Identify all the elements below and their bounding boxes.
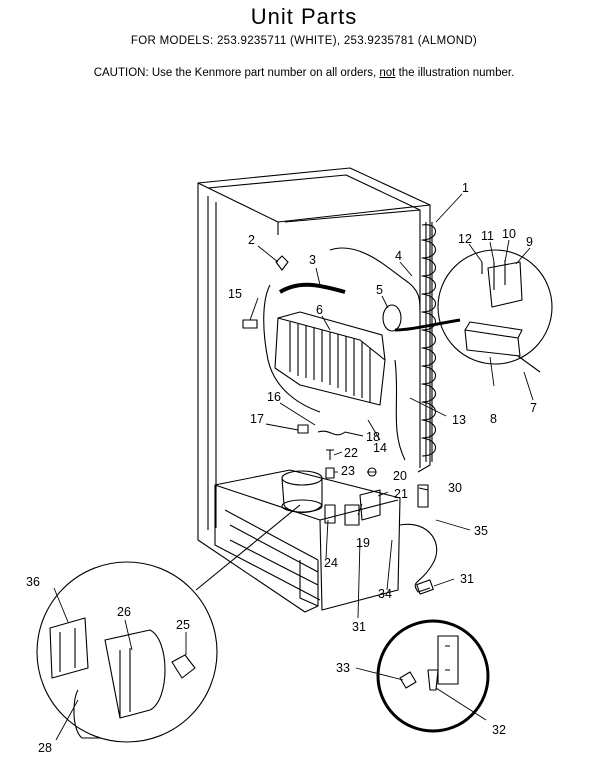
wire-14 [394, 359, 406, 461]
cord-clip-30 [417, 484, 429, 508]
callout-14: 14 [373, 441, 387, 455]
caution-emphasis: not [379, 67, 396, 79]
callout-31-cord: 31 [460, 572, 474, 586]
caution-suffix: the illustration number. [395, 67, 515, 79]
callout-24: 24 [324, 556, 338, 570]
compressor [281, 470, 336, 524]
callout-6: 6 [316, 303, 323, 317]
callout-26: 26 [117, 605, 131, 619]
page-title: Unit Parts [250, 4, 358, 29]
callout-34: 34 [378, 587, 392, 601]
callout-1: 1 [462, 181, 469, 195]
clamp-5 [382, 304, 402, 332]
detail-outlet-circle [376, 619, 490, 733]
callout-31-lower: 31 [352, 620, 366, 634]
wire-harness-left [263, 284, 321, 413]
callout-15: 15 [228, 287, 242, 301]
detail-leader [195, 504, 301, 591]
callout-21: 21 [394, 487, 408, 501]
callout-labels: 1 2 3 4 5 6 7 8 9 10 11 12 13 14 15 16 1… [26, 181, 537, 755]
part-18 [317, 430, 346, 436]
callout-23: 23 [341, 464, 355, 478]
callout-35: 35 [474, 524, 488, 538]
part-17 [297, 424, 309, 434]
plug [416, 579, 434, 595]
callout-12: 12 [458, 232, 472, 246]
cabinet-drawing [197, 167, 431, 613]
callout-10: 10 [502, 227, 516, 241]
callout-22: 22 [344, 446, 358, 460]
power-cord [399, 523, 438, 593]
detail-compressor-circle [36, 561, 218, 743]
capillary-tube [278, 282, 346, 294]
screw-2 [275, 255, 289, 271]
callout-3: 3 [309, 253, 316, 267]
caution-note: CAUTION: Use the Kenmore part number on … [0, 67, 608, 79]
callout-16: 16 [267, 390, 281, 404]
callout-19: 19 [356, 536, 370, 550]
callout-8: 8 [490, 412, 497, 426]
callout-7: 7 [530, 401, 537, 415]
models-subtitle: FOR MODELS: 253.9235711 (WHITE), 253.923… [130, 35, 478, 47]
callout-30: 30 [448, 481, 462, 495]
callout-18: 18 [366, 430, 380, 444]
callout-11: 11 [481, 229, 494, 243]
callout-2: 2 [248, 233, 255, 247]
callout-4: 4 [395, 249, 402, 263]
callout-5: 5 [376, 283, 383, 297]
part-23 [325, 467, 335, 479]
leader-lines [53, 193, 534, 741]
harness-right [394, 318, 461, 332]
clip-15 [242, 319, 258, 329]
screw-22 [326, 449, 334, 460]
callout-9: 9 [526, 235, 533, 249]
callout-20: 20 [393, 469, 407, 483]
relay-19 [344, 504, 360, 526]
caution-prefix: CAUTION: Use the Kenmore part number on … [93, 67, 380, 79]
evaporator [274, 311, 386, 406]
callout-28: 28 [38, 741, 52, 755]
callout-33: 33 [336, 661, 350, 675]
bracket-21 [359, 489, 381, 521]
condenser-coil [421, 222, 437, 462]
callout-32: 32 [492, 723, 506, 737]
detail-bracket-circle [437, 249, 553, 373]
callout-17: 17 [250, 412, 264, 426]
callout-36: 36 [26, 575, 40, 589]
callout-13: 13 [452, 413, 466, 427]
tube-4 [329, 247, 421, 311]
callout-25: 25 [176, 618, 190, 632]
